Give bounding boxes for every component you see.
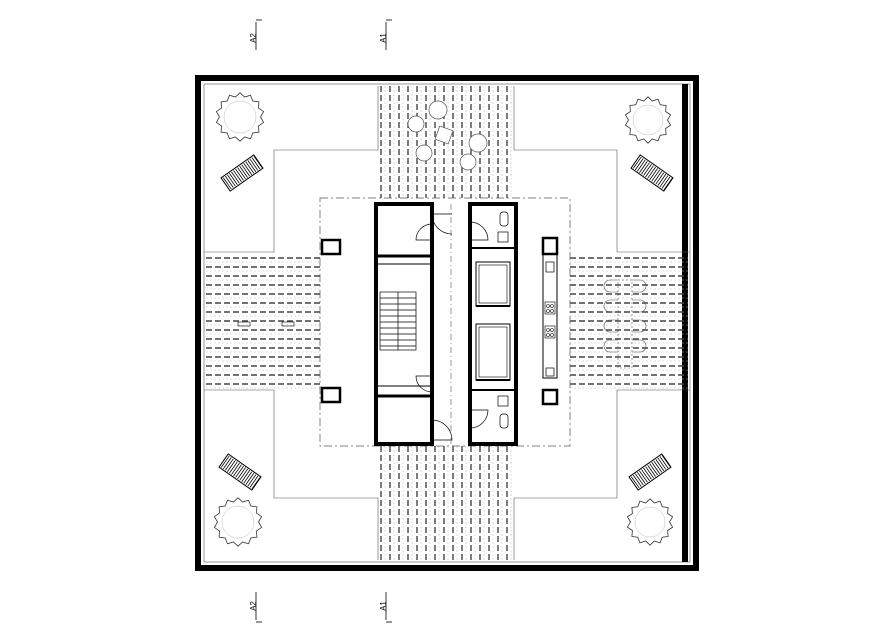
elevator-lower [475, 323, 511, 381]
tree-icon [215, 92, 265, 142]
outer-wall [195, 75, 699, 571]
building-core [374, 202, 518, 446]
toilet-icon [499, 211, 509, 227]
pergola-slats-right [570, 257, 688, 389]
doors [415, 213, 489, 441]
section-markers: A2 A1 A2 A1 [249, 19, 392, 623]
section-label: A1 [379, 33, 388, 43]
columns [320, 238, 342, 404]
section-marker-a2-top: A2 [249, 19, 262, 50]
terrace-paving [204, 86, 690, 560]
chair-icon [632, 339, 647, 353]
light-fixture-icon [281, 321, 295, 327]
chairs [632, 279, 647, 353]
cafe-furniture [407, 100, 488, 171]
kitchen-counter [541, 236, 559, 406]
chair-icon [632, 279, 647, 293]
chair-icon [603, 339, 618, 353]
section-marker-a1-top: A1 [379, 19, 392, 50]
dining-table [603, 279, 647, 369]
sink-icon [545, 261, 555, 273]
section-marker-a1-bottom: A1 [379, 592, 392, 623]
chair-icon [603, 279, 618, 293]
chair-icon [603, 319, 618, 333]
toilet-icon [499, 413, 509, 429]
section-label: A1 [379, 601, 388, 611]
sun-lounger-icon [218, 453, 262, 491]
section-marker-a2-bottom: A2 [249, 592, 262, 623]
section-label: A2 [249, 33, 258, 43]
sink-icon [545, 367, 555, 377]
light-fixture-icon [237, 321, 251, 327]
chair-icon [632, 299, 647, 313]
section-label: A2 [249, 601, 258, 611]
sun-lounger-icon [220, 154, 264, 192]
basin-icon [497, 231, 509, 243]
pergola-slats-left [206, 257, 320, 389]
sun-lounger-icon [630, 154, 674, 192]
chairs [603, 279, 618, 353]
elevator-upper [475, 261, 511, 307]
tree-icon [626, 498, 674, 546]
pergola-slats-top [380, 86, 512, 198]
stove-icon [544, 301, 556, 315]
chair-icon [603, 299, 618, 313]
tree-icon [624, 96, 672, 144]
pergola-slats-bottom [380, 446, 512, 560]
loungers [218, 154, 674, 491]
tree-icon [213, 497, 263, 547]
sun-lounger-icon [628, 453, 672, 491]
staircase [379, 291, 417, 351]
roof-outline [319, 197, 571, 447]
chair-icon [632, 319, 647, 333]
trees [213, 92, 674, 547]
stove-icon [544, 325, 556, 339]
basin-icon [497, 395, 509, 407]
